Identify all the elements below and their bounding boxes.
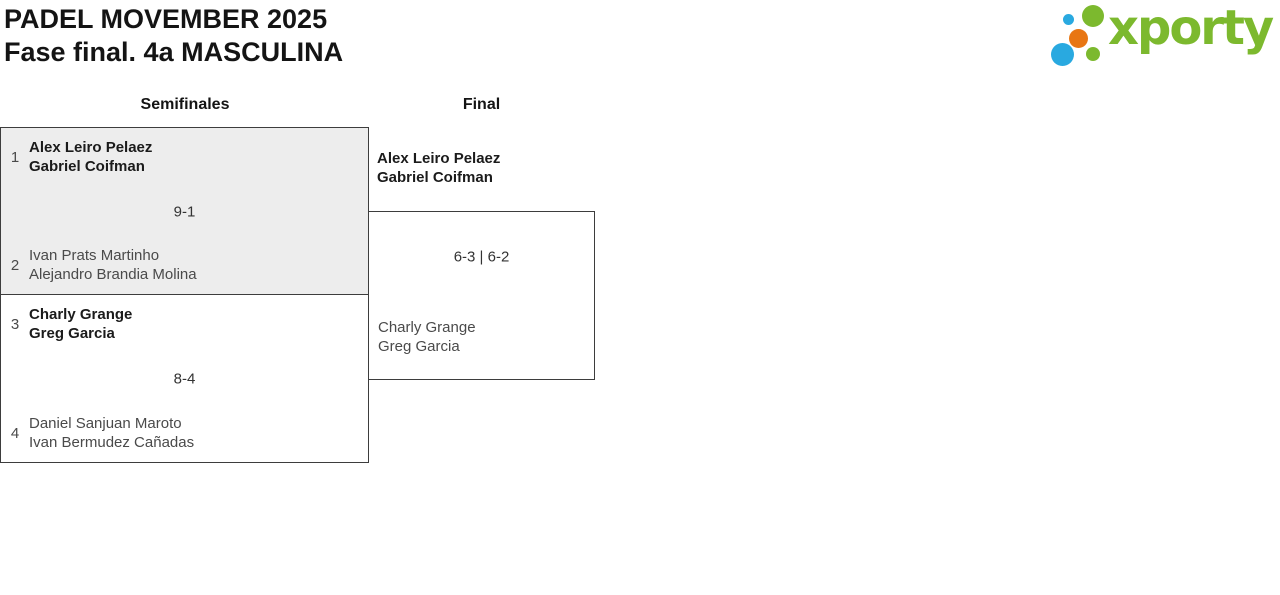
page-subtitle: Fase final. 4a MASCULINA	[4, 37, 344, 67]
match-score: 6-3 | 6-2	[453, 248, 510, 266]
seed-number: 1	[10, 148, 20, 166]
match-semifinal-2[interactable]: 3 Charly Grange Greg Garcia 8-4 4 Daniel…	[0, 294, 369, 463]
team-row-seed3: 3 Charly Grange Greg Garcia	[7, 305, 133, 343]
player-name: Gabriel Coifman	[377, 169, 493, 186]
team-names: Alex Leiro Pelaez Gabriel Coifman	[29, 138, 152, 176]
logo-wordmark: xporty	[1108, 0, 1274, 56]
logo-dot-blue-small-icon	[1063, 14, 1074, 25]
final-team-top: Alex Leiro Pelaez Gabriel Coifman	[377, 149, 500, 187]
player-name: Alex Leiro Pelaez	[377, 150, 501, 167]
player-name: Greg Garcia	[29, 325, 115, 342]
logo-dot-green-small-icon	[1086, 47, 1100, 61]
team-row-seed2: 2 Ivan Prats Martinho Alejandro Brandia …	[7, 246, 197, 284]
final-team-bottom: Charly Grange Greg Garcia	[378, 318, 476, 356]
seed-number: 4	[10, 424, 20, 442]
match-score: 8-4	[173, 370, 196, 388]
logo-dot-orange-icon	[1069, 29, 1088, 48]
team-row-seed4: 4 Daniel Sanjuan Maroto Ivan Bermudez Ca…	[7, 414, 194, 452]
player-name: Greg Garcia	[378, 338, 460, 355]
xporty-logo[interactable]: xporty	[1045, 0, 1280, 75]
team-names: Charly Grange Greg Garcia	[378, 318, 476, 356]
seed-number: 3	[10, 315, 20, 333]
team-names: Daniel Sanjuan Maroto Ivan Bermudez Caña…	[29, 414, 194, 452]
player-name: Charly Grange	[378, 319, 476, 336]
logo-dot-blue-large-icon	[1051, 43, 1074, 66]
column-header-final: Final	[462, 96, 501, 113]
player-name: Ivan Bermudez Cañadas	[29, 434, 195, 451]
team-names: Charly Grange Greg Garcia	[29, 305, 132, 343]
seed-number: 2	[10, 256, 20, 274]
match-final[interactable]: 6-3 | 6-2 Charly Grange Greg Garcia	[368, 211, 595, 380]
logo-dot-green-large-icon	[1082, 5, 1104, 27]
page-title: PADEL MOVEMBER 2025	[4, 4, 328, 34]
team-row-seed1: 1 Alex Leiro Pelaez Gabriel Coifman	[7, 138, 153, 176]
column-header-semifinales: Semifinales	[140, 96, 230, 113]
player-name: Charly Grange	[29, 306, 133, 323]
match-score: 9-1	[173, 203, 196, 221]
player-name: Gabriel Coifman	[29, 158, 145, 175]
team-names: Alex Leiro Pelaez Gabriel Coifman	[377, 149, 500, 187]
player-name: Alejandro Brandia Molina	[29, 266, 197, 283]
player-name: Ivan Prats Martinho	[29, 247, 160, 264]
match-semifinal-1[interactable]: 1 Alex Leiro Pelaez Gabriel Coifman 9-1 …	[0, 127, 369, 295]
page-header: PADEL MOVEMBER 2025 Fase final. 4a MASCU…	[4, 3, 343, 69]
player-name: Alex Leiro Pelaez	[29, 139, 153, 156]
team-names: Ivan Prats Martinho Alejandro Brandia Mo…	[29, 246, 197, 284]
player-name: Daniel Sanjuan Maroto	[29, 415, 182, 432]
